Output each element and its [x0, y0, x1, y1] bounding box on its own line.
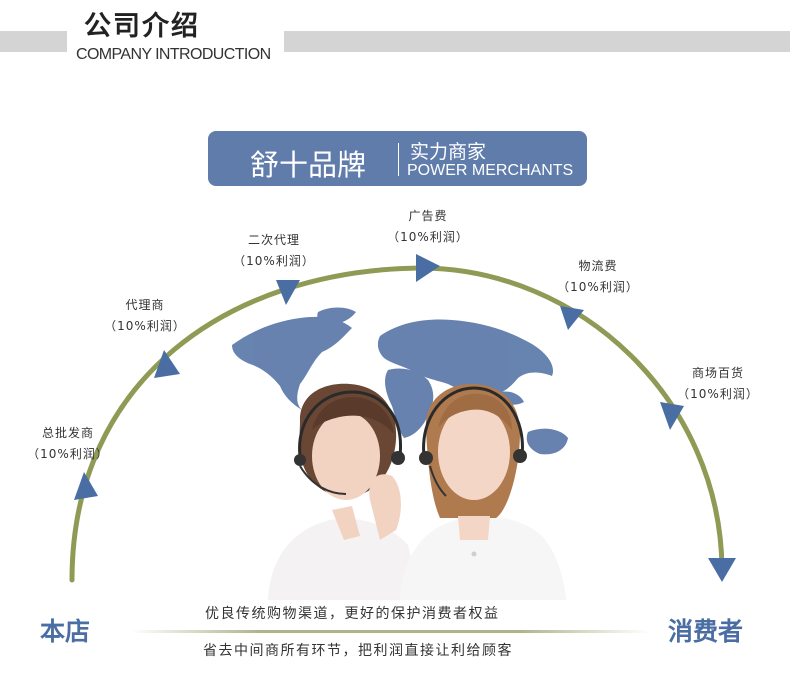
customer-service-agents-photo	[268, 383, 566, 600]
stage-margin: （10%利润）	[27, 447, 109, 461]
header-bar-left	[0, 31, 67, 52]
slogan-divider	[130, 630, 650, 633]
arrow-icon	[560, 306, 584, 330]
stage-margin: （10%利润）	[104, 319, 186, 333]
arrow-icon	[416, 254, 440, 282]
arrow-icon	[660, 402, 684, 430]
brand-banner	[208, 131, 587, 186]
stage-name: 代理商	[125, 298, 165, 312]
page-title: 公司介绍	[84, 11, 200, 42]
stage-margin: （10%利润）	[677, 387, 759, 401]
slogan-line-1: 优良传统购物渠道，更好的保护消费者权益	[205, 606, 500, 622]
stage-sub-agent: 二次代理 （10%利润）	[233, 230, 315, 272]
page-subtitle: COMPANY INTRODUCTION	[76, 46, 271, 63]
stage-name: 总批发商	[41, 426, 94, 440]
stage-advertising: 广告费 （10%利润）	[387, 206, 469, 248]
arrow-icon	[74, 472, 98, 500]
stage-logistics: 物流费 （10%利润）	[557, 256, 639, 298]
brand-tag-en: POWER MERCHANTS	[407, 162, 574, 179]
slogan-line-2: 省去中间商所有环节，把利润直接让利给顾客	[203, 643, 513, 659]
stage-department-store: 商场百货 （10%利润）	[677, 363, 759, 405]
arrow-icon	[154, 350, 180, 378]
stage-name: 商场百货	[691, 366, 744, 380]
stage-name: 二次代理	[247, 233, 300, 247]
consumer-label: 消费者	[668, 617, 744, 646]
store-label: 本店	[40, 617, 91, 646]
brand-tag-cn: 实力商家	[410, 141, 487, 163]
arrow-icon	[276, 280, 300, 305]
header-bar-right	[284, 31, 790, 52]
stage-margin: （10%利润）	[557, 280, 639, 294]
stage-margin: （10%利润）	[233, 254, 315, 268]
stage-name: 广告费	[408, 209, 448, 223]
brand-name: 舒十品牌	[250, 148, 367, 182]
brand-divider	[398, 143, 399, 176]
arrow-icon	[708, 558, 736, 582]
stage-name: 物流费	[578, 259, 618, 273]
stage-agent: 代理商 （10%利润）	[104, 295, 186, 337]
stage-wholesaler: 总批发商 （10%利润）	[27, 423, 109, 465]
stage-margin: （10%利润）	[387, 230, 469, 244]
